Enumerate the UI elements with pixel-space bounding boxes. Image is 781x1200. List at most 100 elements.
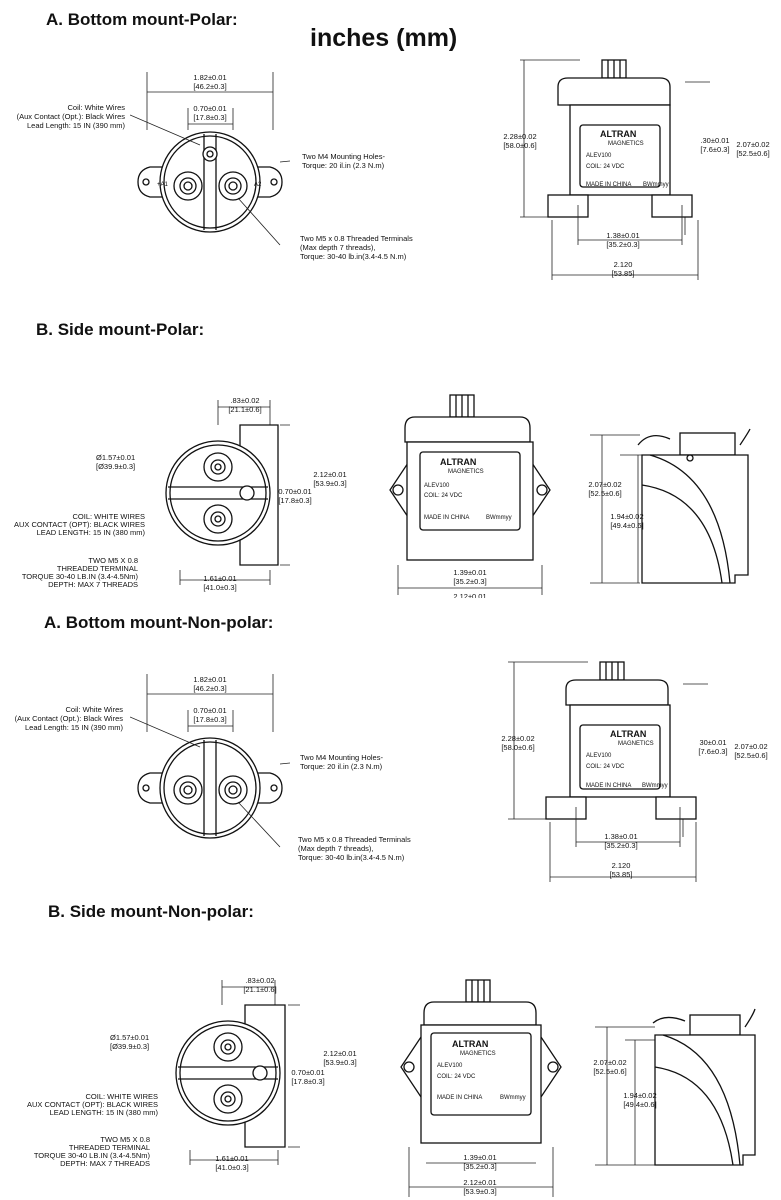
- label-coil: COIL: 24 VDC: [437, 1074, 476, 1080]
- bottom-nonpolar-spacing: 0.70±0.01: [193, 706, 227, 715]
- side-nonpolar-side-body-mm: [49.4±0.6]: [623, 1100, 657, 1109]
- side-nonpolar-base: 1.61±0.01: [215, 1154, 249, 1163]
- side-nonpolar-depth-mm: [21.1±0.6]: [243, 985, 277, 994]
- side-nonpolar-depth: .83±0.02: [245, 976, 275, 985]
- side-polar-base: 1.61±0.01: [203, 574, 237, 583]
- bottom-polar-body-height: 2.07±0.02: [736, 140, 770, 149]
- bottom-nonpolar-terminal-note-3: Torque: 30-40 lb.in(3.4-4.5 N.m): [298, 853, 405, 862]
- side-polar-side-body: 1.94±0.02: [610, 512, 644, 521]
- label-coil: COIL: 24 VDC: [586, 764, 625, 770]
- side-nonpolar-terminal-note-3: TORQUE 30-40 LB.IN (3.4-4.5Nm): [33, 1151, 150, 1160]
- side-polar-terminal-note-2: THREADED TERMINAL: [56, 564, 138, 573]
- bottom-nonpolar-mount-note-1: Two M4 Mounting Holes-: [300, 753, 383, 762]
- bottom-nonpolar-height-mm: [58.0±0.6]: [501, 743, 535, 752]
- bottom-polar-spacing-mm: [17.8±0.3]: [193, 113, 227, 122]
- side-polar-side-view: [590, 428, 751, 584]
- bottom-polar-overall: 2.120: [613, 260, 633, 269]
- bottom-polar-mount-note-1: Two M4 Mounting Holes-: [302, 152, 385, 161]
- side-polar-hole-spacing: 1.39±0.01: [453, 568, 487, 577]
- side-polar-mid-view: [389, 394, 551, 595]
- side-nonpolar-side-view: [595, 1008, 756, 1166]
- label-model: ALEV100: [586, 153, 612, 159]
- side-polar-height: 2.12±0.01: [313, 470, 347, 479]
- side-nonpolar-side-height: 2.07±0.02: [593, 1058, 627, 1067]
- section-heading-side-polar: B. Side mount-Polar:: [36, 320, 205, 339]
- label-date: BWmmyy: [486, 515, 512, 521]
- side-nonpolar-dia-mm: [Ø39.9±0.3]: [110, 1042, 150, 1051]
- bottom-polar-body-height-mm: [52.5±0.6]: [736, 149, 770, 158]
- bottom-polar-side-view: [520, 59, 710, 280]
- label-brand-sub: MAGNETICS: [460, 1051, 496, 1057]
- side-polar-dia-mm: [Ø39.9±0.3]: [96, 462, 136, 471]
- label-date: BWmmyy: [642, 783, 668, 789]
- section-heading-side-nonpolar: B. Side mount-Non-polar:: [48, 902, 254, 921]
- side-polar-front-view: [165, 400, 290, 585]
- side-nonpolar-coil-note-3: LEAD LENGTH: 15 IN (380 mm): [49, 1108, 158, 1117]
- bottom-nonpolar-foot: 30±0.01: [699, 738, 727, 747]
- bottom-nonpolar-coil-note-2: (Aux Contact (Opt.): Black Wires: [14, 714, 123, 723]
- bottom-polar-coil-note-2: (Aux Contact (Opt.): Black Wires: [16, 112, 125, 121]
- label-brand: ALTRAN: [440, 457, 477, 467]
- bottom-polar-mount-note-2: Torque: 20 il.in (2.3 N.m): [302, 161, 385, 170]
- side-nonpolar-spacing: 0.70±0.01: [291, 1068, 325, 1077]
- bottom-polar-terminal-note-2: (Max depth 7 threads),: [300, 243, 376, 252]
- side-polar-depth: .83±0.02: [230, 396, 260, 405]
- side-nonpolar-spacing-mm: [17.8±0.3]: [291, 1077, 325, 1086]
- bottom-polar-overall-mm: [53.85]: [611, 269, 635, 278]
- side-polar-side-body-mm: [49.4±0.6]: [610, 521, 644, 530]
- bottom-polar-width: 1.82±0.01: [193, 73, 227, 82]
- side-nonpolar-dia: Ø1.57±0.01: [110, 1033, 150, 1042]
- label-date: BWmmyy: [500, 1095, 526, 1101]
- side-polar-terminal-note-1: TWO M5 X 0.8: [88, 556, 138, 565]
- bottom-polar-coil-note-3: Lead Length: 15 IN (390 mm): [27, 121, 125, 130]
- side-nonpolar-hole-spacing-mm: [35.2±0.3]: [463, 1162, 497, 1171]
- side-nonpolar-height-mm: [53.9±0.3]: [323, 1058, 357, 1067]
- side-polar-terminal-note-3: TORQUE 30-40 LB.IN (3.4-4.5Nm): [21, 572, 138, 581]
- side-nonpolar-coil-note-2: AUX CONTACT (OPT): BLACK WIRES: [27, 1100, 158, 1109]
- side-nonpolar-terminal-note-1: TWO M5 X 0.8: [100, 1135, 150, 1144]
- label-origin: MADE IN CHINA: [424, 515, 470, 521]
- bottom-polar-width-mm: [46.2±0.3]: [193, 82, 227, 91]
- side-polar-coil-note-2: AUX CONTACT (OPT): BLACK WIRES: [14, 520, 145, 529]
- bottom-nonpolar-hole-spacing: 1.38±0.01: [604, 832, 638, 841]
- side-polar-coil-note-3: LEAD LENGTH: 15 IN (380 mm): [36, 528, 145, 537]
- label-origin: MADE IN CHINA: [586, 182, 632, 188]
- bottom-polar-height-mm: [58.0±0.6]: [503, 141, 537, 150]
- label-brand-sub: MAGNETICS: [618, 741, 654, 747]
- bottom-polar-spacing: 0.70±0.01: [193, 104, 227, 113]
- bottom-polar-front-view: [130, 72, 290, 246]
- terminal-a1-label: +A1: [157, 182, 168, 188]
- side-polar-overall: 2.12±0.01: [453, 592, 487, 598]
- bottom-polar-terminal-note-3: Torque: 30-40 lb.in(3.4-4.5 N.m): [300, 252, 407, 261]
- side-polar-base-mm: [41.0±0.3]: [203, 583, 237, 592]
- bottom-nonpolar-body-height-mm: [52.5±0.6]: [734, 751, 768, 760]
- bottom-nonpolar-mount-note-2: Torque: 20 il.in (2.3 N.m): [300, 762, 383, 771]
- bottom-nonpolar-spacing-mm: [17.8±0.3]: [193, 715, 227, 724]
- bottom-nonpolar-height: 2.28±0.02: [501, 734, 535, 743]
- bottom-nonpolar-terminal-note-2: (Max depth 7 threads),: [298, 844, 374, 853]
- section-heading-bottom-polar: A. Bottom mount-Polar:: [46, 10, 238, 29]
- side-nonpolar-base-mm: [41.0±0.3]: [215, 1163, 249, 1172]
- bottom-nonpolar-width-mm: [46.2±0.3]: [193, 684, 227, 693]
- bottom-nonpolar-overall: 2.120: [611, 861, 631, 870]
- bottom-nonpolar-front-view: [130, 674, 290, 848]
- side-nonpolar-mid-view: [400, 979, 562, 1197]
- bottom-nonpolar-coil-note-1: Coil: White Wires: [65, 705, 123, 714]
- side-nonpolar-overall-mm: [53.9±0.3]: [463, 1187, 497, 1196]
- bottom-nonpolar-overall-mm: [53.85]: [609, 870, 633, 879]
- side-nonpolar-terminal-note-2: THREADED TERMINAL: [68, 1143, 150, 1152]
- label-coil: COIL: 24 VDC: [424, 493, 463, 499]
- label-model: ALEV100: [437, 1063, 463, 1069]
- label-brand: ALTRAN: [600, 129, 637, 139]
- side-nonpolar-height: 2.12±0.01: [323, 1049, 357, 1058]
- side-polar-depth-mm: [21.1±0.6]: [228, 405, 262, 414]
- label-coil: COIL: 24 VDC: [586, 164, 625, 170]
- bottom-nonpolar-side-view: [508, 661, 708, 882]
- side-polar-terminal-note-4: DEPTH: MAX 7 THREADS: [48, 580, 138, 589]
- page-title: inches (mm): [310, 24, 458, 52]
- bottom-polar-hole-spacing: 1.38±0.01: [606, 231, 640, 240]
- bottom-nonpolar-hole-spacing-mm: [35.2±0.3]: [604, 841, 638, 850]
- side-nonpolar-coil-note-1: COIL: WHITE WIRES: [85, 1092, 158, 1101]
- label-brand-sub: MAGNETICS: [448, 469, 484, 475]
- bottom-polar-coil-note-1: Coil: White Wires: [67, 103, 125, 112]
